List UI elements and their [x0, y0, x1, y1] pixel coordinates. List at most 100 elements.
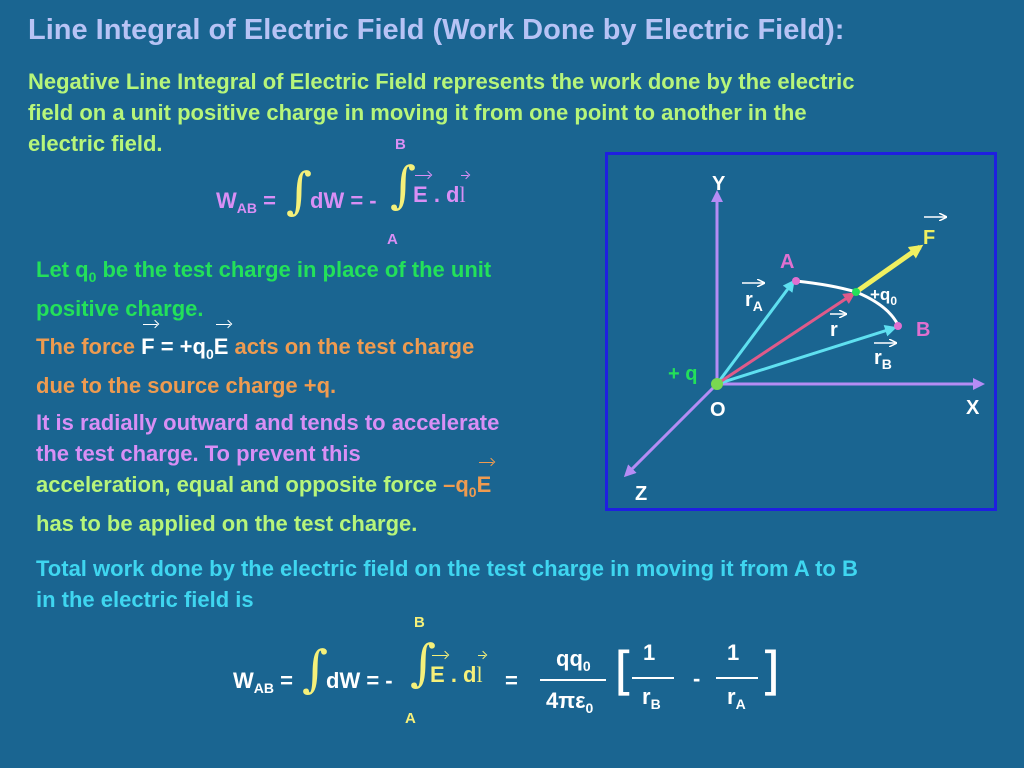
- z-axis-label: Z: [635, 483, 648, 505]
- force-sub: 0: [205, 346, 214, 362]
- eq1-integral-1-icon: ∫: [286, 162, 313, 220]
- test-charge-label: +q0: [870, 285, 897, 308]
- intro-line-3: electric field.: [28, 131, 163, 156]
- radial-line-2: the test charge. To prevent this: [36, 441, 361, 466]
- rb-label-sub: B: [881, 356, 892, 372]
- total-work-line-2: in the electric field is: [36, 587, 254, 612]
- eq2-equals: =: [280, 668, 293, 693]
- field-diagram: Y X Z O + q A B F +q0 r rA rB: [605, 152, 997, 511]
- eq2-numerator: qq0: [556, 646, 591, 674]
- force-f-vector: F: [141, 324, 158, 362]
- eq1-e-dot-dl: E . dl: [413, 175, 468, 208]
- eq1-e-vector: E: [413, 175, 430, 207]
- intro-line-1: Negative Line Integral of Electric Field…: [28, 69, 855, 94]
- eq2-ra: rA: [727, 684, 746, 712]
- r-label: r: [830, 319, 838, 341]
- eq2-left-bracket: [: [614, 642, 635, 702]
- eq1-equals: =: [263, 188, 276, 213]
- eq2-e-dot-dl: E . dl: [430, 655, 485, 688]
- x-axis-label: X: [966, 397, 980, 419]
- radial-paragraph: It is radially outward and tends to acce…: [36, 407, 499, 539]
- ra-label-r: r: [745, 289, 753, 311]
- test-charge-line-1: Let q0 be the test charge in place of th…: [36, 254, 491, 293]
- eq2-ra-sub: A: [735, 696, 746, 712]
- eq2-w-subscript: AB: [253, 680, 274, 696]
- eq2-fraction-bar-ra: [716, 677, 758, 679]
- eq2-rb: rB: [642, 684, 661, 712]
- radial-line-3-sub: 0: [468, 484, 477, 500]
- source-charge-label: + q: [668, 363, 698, 385]
- eq1-w: WAB =: [216, 188, 276, 216]
- point-a: [792, 277, 800, 285]
- rb-label: rB: [874, 347, 892, 372]
- radial-line-3: acceleration, equal and opposite force –…: [36, 462, 499, 508]
- eq1-upper-limit: B: [395, 136, 406, 153]
- eq2-w: WAB =: [233, 668, 293, 696]
- eq2-fraction-bar-main: [540, 679, 606, 681]
- source-charge-point: [711, 378, 723, 390]
- force-e-vector: E: [214, 324, 231, 362]
- origin-label: O: [710, 399, 726, 421]
- intro-line-2: field on a unit positive charge in movin…: [28, 100, 807, 125]
- eq2-right-bracket: ]: [760, 642, 781, 702]
- eq2-integral-1-icon: ∫: [302, 640, 329, 698]
- ra-vector: [715, 279, 795, 385]
- slide-title: Line Integral of Electric Field (Work Do…: [28, 14, 845, 46]
- test-charge-paragraph: Let q0 be the test charge in place of th…: [36, 254, 491, 324]
- eq2-e-vector: E: [430, 655, 447, 687]
- eq2-one-b: 1: [727, 640, 740, 665]
- force-line-1: The force F = +q0E acts on the test char…: [36, 324, 475, 370]
- r-vector: [716, 292, 856, 386]
- eq2-rb-sub: B: [650, 696, 661, 712]
- rb-label-r: r: [874, 347, 882, 369]
- force-mid: = +q: [154, 334, 206, 359]
- eq1-l-vector: l: [459, 175, 468, 207]
- eq1-dot-d: . d: [433, 182, 460, 207]
- force-pre: The force: [36, 334, 142, 359]
- eq2-minus: -: [693, 666, 701, 691]
- eq2-dot-d: . d: [450, 662, 477, 687]
- force-line-2: due to the source charge +q.: [36, 373, 337, 398]
- eq2-fraction-bar-rb: [632, 677, 674, 679]
- eq2-upper-limit: B: [414, 614, 425, 631]
- test-charge-post: be the test charge in place of the unit: [96, 257, 492, 282]
- radial-line-4: has to be applied on the test charge.: [36, 511, 418, 536]
- eq1-lower-limit: A: [387, 231, 398, 248]
- eq1-integral-2-icon: ∫: [390, 156, 417, 214]
- eq1-w-symbol: W: [216, 188, 237, 213]
- test-charge-label-sub: 0: [890, 294, 897, 308]
- eq2-denominator: 4πε0: [546, 688, 593, 716]
- test-charge-line-2: positive charge.: [36, 296, 204, 321]
- eq1-w-subscript: AB: [236, 200, 257, 216]
- force-vector: [854, 244, 924, 295]
- eq2-w-symbol: W: [233, 668, 254, 693]
- force-label: F: [923, 227, 936, 249]
- radial-line-3-q: –q: [443, 472, 469, 497]
- ra-label: rA: [745, 289, 763, 314]
- rb-vector: [716, 324, 897, 386]
- point-b: [894, 322, 902, 330]
- eq2-ra-r: r: [727, 684, 736, 709]
- field-diagram-svg: [623, 190, 985, 478]
- eq2-den-sub: 0: [585, 700, 594, 716]
- eq1-dw: dW = -: [310, 188, 377, 213]
- eq2-num-text: qq: [556, 646, 583, 671]
- force-paragraph: The force F = +q0E acts on the test char…: [36, 324, 475, 401]
- eq2-rb-r: r: [642, 684, 651, 709]
- z-axis: [623, 382, 719, 478]
- force-post: acts on the test charge: [228, 334, 475, 359]
- eq2-den-text: 4πε: [546, 688, 586, 713]
- point-a-label: A: [780, 251, 795, 273]
- eq2-l-vector: l: [476, 655, 485, 687]
- y-axis-label: Y: [712, 173, 726, 195]
- test-charge-pre: Let q: [36, 257, 89, 282]
- eq2-dw: dW = -: [326, 668, 393, 693]
- test-charge-point: [852, 288, 860, 296]
- ra-label-sub: A: [752, 298, 763, 314]
- test-charge-label-q: +q: [870, 285, 891, 304]
- eq2-one-a: 1: [643, 640, 656, 665]
- radial-line-3-e-vector: E: [477, 462, 493, 500]
- eq2-num-sub: 0: [582, 658, 591, 674]
- eq2-equals-2: =: [505, 668, 518, 693]
- intro-paragraph: Negative Line Integral of Electric Field…: [28, 66, 854, 159]
